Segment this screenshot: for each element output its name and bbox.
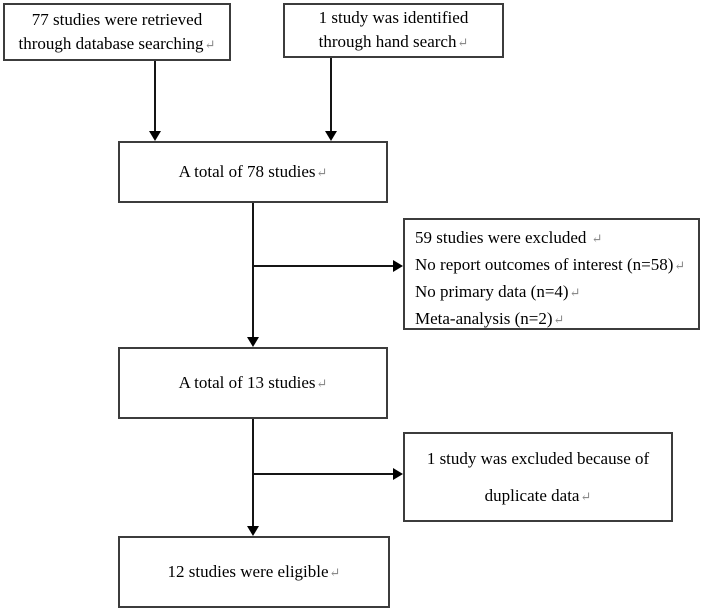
paragraph-return-icon: ↵: [674, 258, 686, 273]
box-eligible-12: 12 studies were eligible↵: [118, 536, 390, 608]
box-line: No primary data (n=4)↵: [415, 282, 581, 301]
arrowhead-down-icon: [149, 131, 161, 141]
arrowhead-right-icon: [393, 260, 403, 272]
arrowhead-right-icon: [393, 468, 403, 480]
paragraph-return-icon: ↵: [591, 231, 603, 246]
paragraph-return-icon: ↵: [204, 36, 216, 52]
box-database-search: 77 studies were retrieved through databa…: [3, 3, 231, 61]
box-hand-search: 1 study was identified through hand sear…: [283, 3, 504, 58]
connector-handsearch-to-total78: [330, 58, 332, 132]
box-total-13: A total of 13 studies↵: [118, 347, 388, 419]
box-excluded-59: 59 studies were excluded ↵ No report out…: [403, 218, 700, 330]
box-line: A total of 13 studies↵: [178, 372, 328, 392]
box-total-78: A total of 78 studies↵: [118, 141, 388, 203]
paragraph-return-icon: ↵: [329, 564, 341, 580]
connector-branch-excluded59: [252, 265, 394, 267]
connector-database-to-total78: [154, 61, 156, 132]
box-line: 1 study was identified: [318, 8, 469, 27]
paragraph-return-icon: ↵: [457, 35, 469, 50]
box-line: 77 studies were retrieved: [31, 9, 203, 29]
arrowhead-down-icon: [247, 526, 259, 536]
connector-total78-to-total13: [252, 203, 254, 338]
box-excluded-duplicate: 1 study was excluded because of duplicat…: [403, 432, 673, 522]
box-line: 12 studies were eligible↵: [167, 561, 341, 581]
paragraph-return-icon: ↵: [580, 488, 592, 504]
paragraph-return-icon: ↵: [569, 285, 581, 300]
box-line: duplicate data↵: [484, 485, 592, 505]
arrowhead-down-icon: [325, 131, 337, 141]
arrowhead-down-icon: [247, 337, 259, 347]
box-line: through database searching↵: [18, 33, 216, 53]
box-line: 1 study was excluded because of: [426, 448, 650, 468]
paragraph-return-icon: ↵: [316, 164, 328, 180]
paragraph-return-icon: ↵: [316, 375, 328, 391]
connector-branch-duplicate: [252, 473, 394, 475]
box-line: A total of 78 studies↵: [178, 161, 328, 181]
box-line: No report outcomes of interest (n=58)↵: [415, 255, 686, 274]
box-line: through hand search↵: [318, 32, 469, 51]
box-line: Meta-analysis (n=2)↵: [415, 309, 565, 328]
box-line: 59 studies were excluded ↵: [415, 228, 603, 247]
paragraph-return-icon: ↵: [553, 312, 565, 327]
